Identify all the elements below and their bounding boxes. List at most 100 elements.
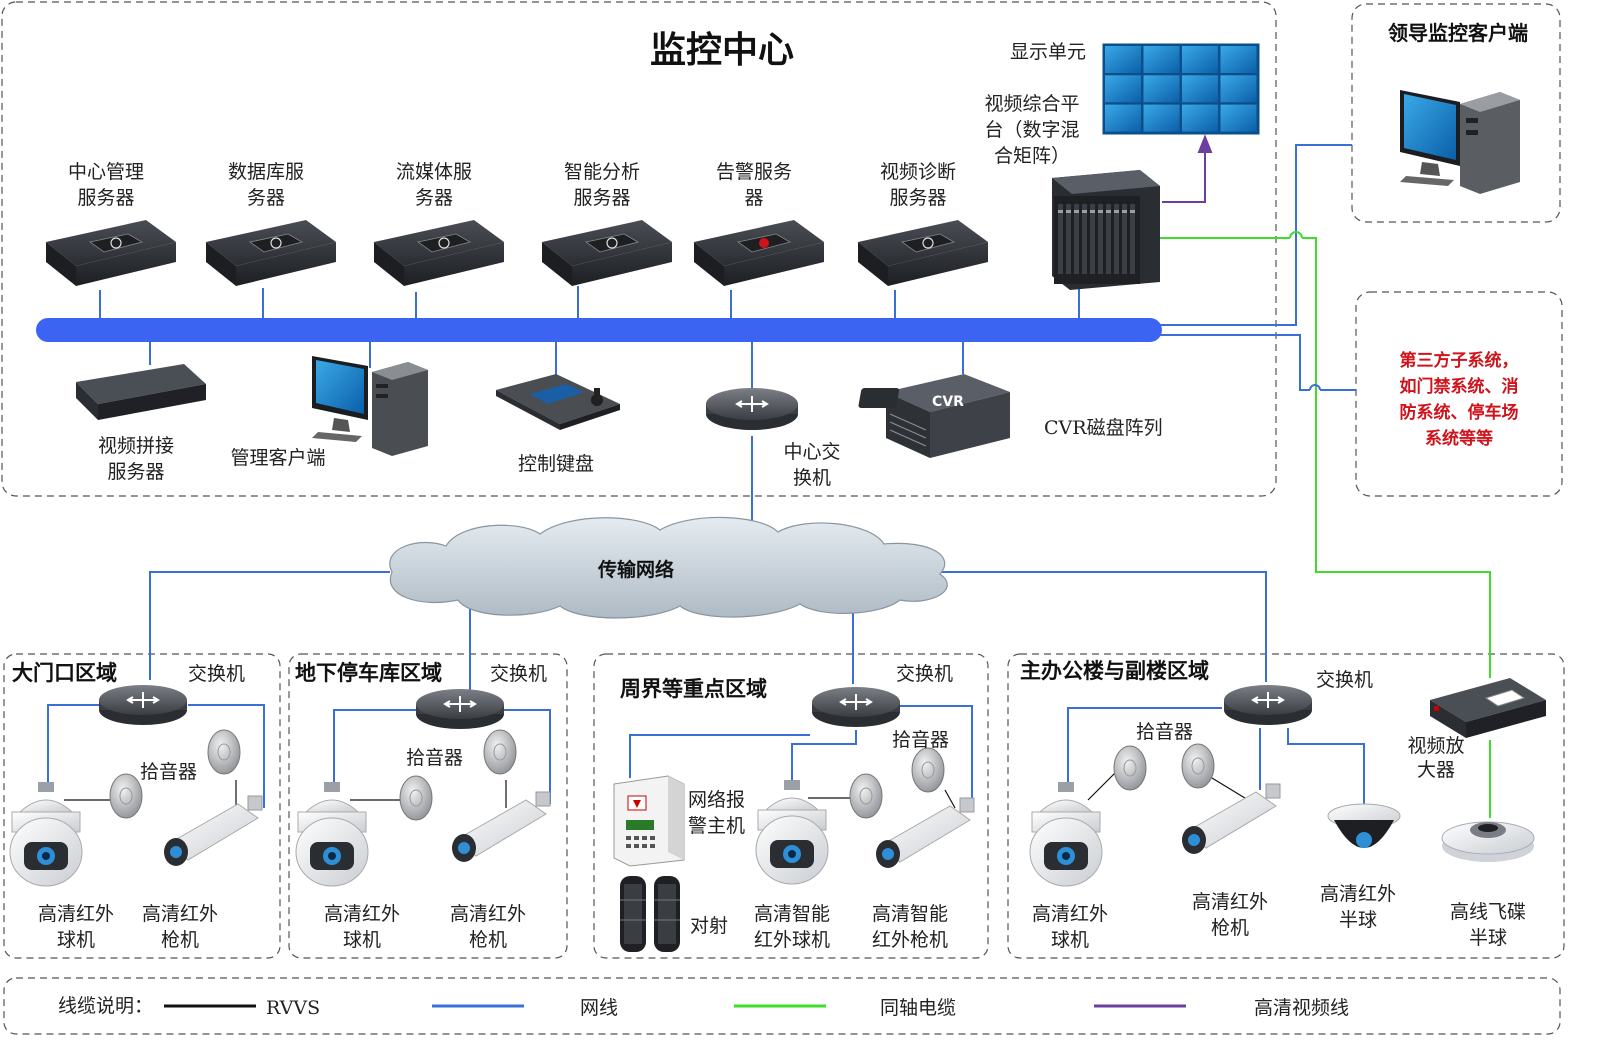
ptz-dome-camera-icon — [1029, 782, 1103, 887]
r4-cam3-label-1: 高清红外 — [1320, 883, 1396, 905]
monitoring-center-frame — [1, 1, 1277, 497]
network-lines — [47, 144, 1365, 808]
bullet-camera-icon — [876, 797, 975, 868]
region-garage-pickup-label: 拾音器 — [406, 747, 463, 769]
hd-video-line — [1162, 134, 1213, 203]
sound-pickup-icon — [207, 729, 241, 775]
legend-item-label: 高清视频线 — [1254, 997, 1349, 1019]
r3-cam1-label-2: 红外球机 — [754, 929, 830, 951]
region-garage-switch-label: 交换机 — [490, 663, 547, 685]
database-server-label-2: 务器 — [247, 187, 285, 209]
analytics-server-label-1: 智能分析 — [564, 161, 640, 183]
platform-label-1: 视频综合平 — [984, 93, 1079, 115]
leader-pc-icon — [1400, 90, 1520, 194]
database-server-icon — [206, 220, 336, 286]
mgmt-client-label: 管理客户端 — [230, 447, 325, 469]
region-switch-icon — [416, 689, 504, 729]
ptz-dome-camera-icon — [295, 782, 369, 887]
r4-cam3-label-2: 半球 — [1339, 909, 1377, 931]
r1-cam1-label-2: 球机 — [57, 929, 95, 951]
legend-item-label: 同轴电缆 — [880, 997, 956, 1019]
region-gate-switch-label: 交换机 — [188, 663, 245, 685]
region-gate-frame — [3, 653, 281, 959]
monitor-screen-icon — [89, 233, 144, 253]
diagnosis-server-label-1: 视频诊断 — [880, 161, 956, 183]
splice-server-label-2: 服务器 — [107, 461, 164, 483]
amplifier-label-1: 视频放 — [1407, 735, 1464, 757]
platform-label-2: 台（数字混 — [984, 119, 1079, 141]
region-switch-icon — [812, 687, 900, 727]
platform-label-3: 合矩阵） — [994, 145, 1070, 167]
r1-cam2-label-1: 高清红外 — [142, 903, 218, 925]
region-perimeter-switch-label: 交换机 — [896, 663, 953, 685]
leader-client-title: 领导监控客户端 — [1388, 21, 1528, 45]
backbone-bus — [36, 318, 1162, 342]
third-party-line-2: 如门禁系统、消 — [1400, 376, 1519, 397]
video-matrix-chassis-icon — [1052, 170, 1160, 290]
r4-cam2-label-2: 枪机 — [1211, 917, 1249, 939]
r2-cam2-label-1: 高清红外 — [450, 903, 526, 925]
region-switch-icon — [99, 685, 187, 725]
legend-item-label: RVVS — [266, 997, 320, 1019]
alarm-server-icon — [694, 220, 824, 286]
bar-chart-icon — [901, 233, 956, 253]
r3-beam-label: 对射 — [690, 915, 728, 937]
third-party-line-3: 防系统、停车场 — [1400, 402, 1519, 423]
legend-item-label: 网线 — [580, 997, 618, 1019]
r3-cam2-label-1: 高清智能 — [872, 903, 948, 925]
region-gate-title: 大门口区域 — [12, 661, 117, 685]
core-switch-icon — [706, 388, 798, 430]
streaming-server-icon — [374, 220, 504, 286]
region-office-pickup-label: 拾音器 — [1136, 721, 1193, 743]
region-office-frame — [1007, 653, 1565, 959]
video-amplifier-icon — [1430, 678, 1546, 738]
region-office-title: 主办公楼与副楼区域 — [1020, 659, 1209, 683]
legend-title: 线缆说明： — [58, 995, 153, 1017]
bullet-camera-icon — [452, 791, 551, 862]
half-dome-camera-icon — [1327, 803, 1401, 848]
r2-cam1-label-1: 高清红外 — [324, 903, 400, 925]
r3-cam1-label-1: 高清智能 — [754, 903, 830, 925]
video-wall-icon — [1102, 43, 1260, 135]
r3-alarm-label-1: 网络报 — [688, 789, 745, 811]
r1-cam2-label-2: 枪机 — [161, 929, 199, 951]
cvr-disk-array-icon — [858, 374, 1010, 458]
sound-pickup-icon — [1113, 745, 1147, 791]
sound-pickup-icon — [483, 729, 517, 775]
beam-detector-icon — [620, 876, 680, 952]
video-splice-server-icon — [76, 364, 206, 420]
sound-pickup-icon — [109, 773, 143, 819]
third-party-line-4: 系统等等 — [1425, 428, 1493, 449]
leader-client-frame — [1351, 3, 1561, 223]
line-hop — [1309, 384, 1321, 391]
fisheye-dome-camera-icon — [1441, 821, 1535, 862]
sound-pickup-icon — [399, 775, 433, 821]
management-pc-icon — [312, 356, 428, 456]
region-garage-frame — [288, 653, 568, 959]
r4-cam1-label-1: 高清红外 — [1032, 903, 1108, 925]
region-switch-icon — [1224, 685, 1312, 725]
database-server-label-1: 数据库服 — [228, 161, 304, 183]
alarm-server-label-2: 器 — [744, 187, 763, 209]
analytics-server-icon — [542, 220, 672, 286]
sound-pickup-icon — [1181, 743, 1215, 789]
control-keyboard-icon — [496, 374, 620, 430]
film-reel-icon — [417, 233, 472, 253]
center-mgmt-server-label-2: 服务器 — [77, 187, 134, 209]
r2-cam1-label-2: 球机 — [343, 929, 381, 951]
center-title: 监控中心 — [650, 30, 794, 71]
ptz-dome-camera-icon — [9, 782, 83, 887]
center-mgmt-server-icon — [46, 220, 176, 286]
sound-pickup-icon — [911, 747, 945, 793]
alarm-shield-icon — [737, 233, 792, 253]
keyboard-label: 控制键盘 — [518, 453, 594, 475]
fisheye-label-2: 半球 — [1469, 927, 1507, 949]
core-switch-label-2: 换机 — [793, 467, 831, 489]
platform-label: 视频综合平 台（数字混 合矩阵） — [984, 93, 1079, 167]
third-party-frame — [1355, 291, 1563, 497]
third-party-line-1: 第三方子系统， — [1400, 350, 1519, 371]
frames — [1, 1, 1565, 1035]
region-office-switch-label: 交换机 — [1316, 669, 1373, 691]
database-icon — [249, 233, 304, 253]
